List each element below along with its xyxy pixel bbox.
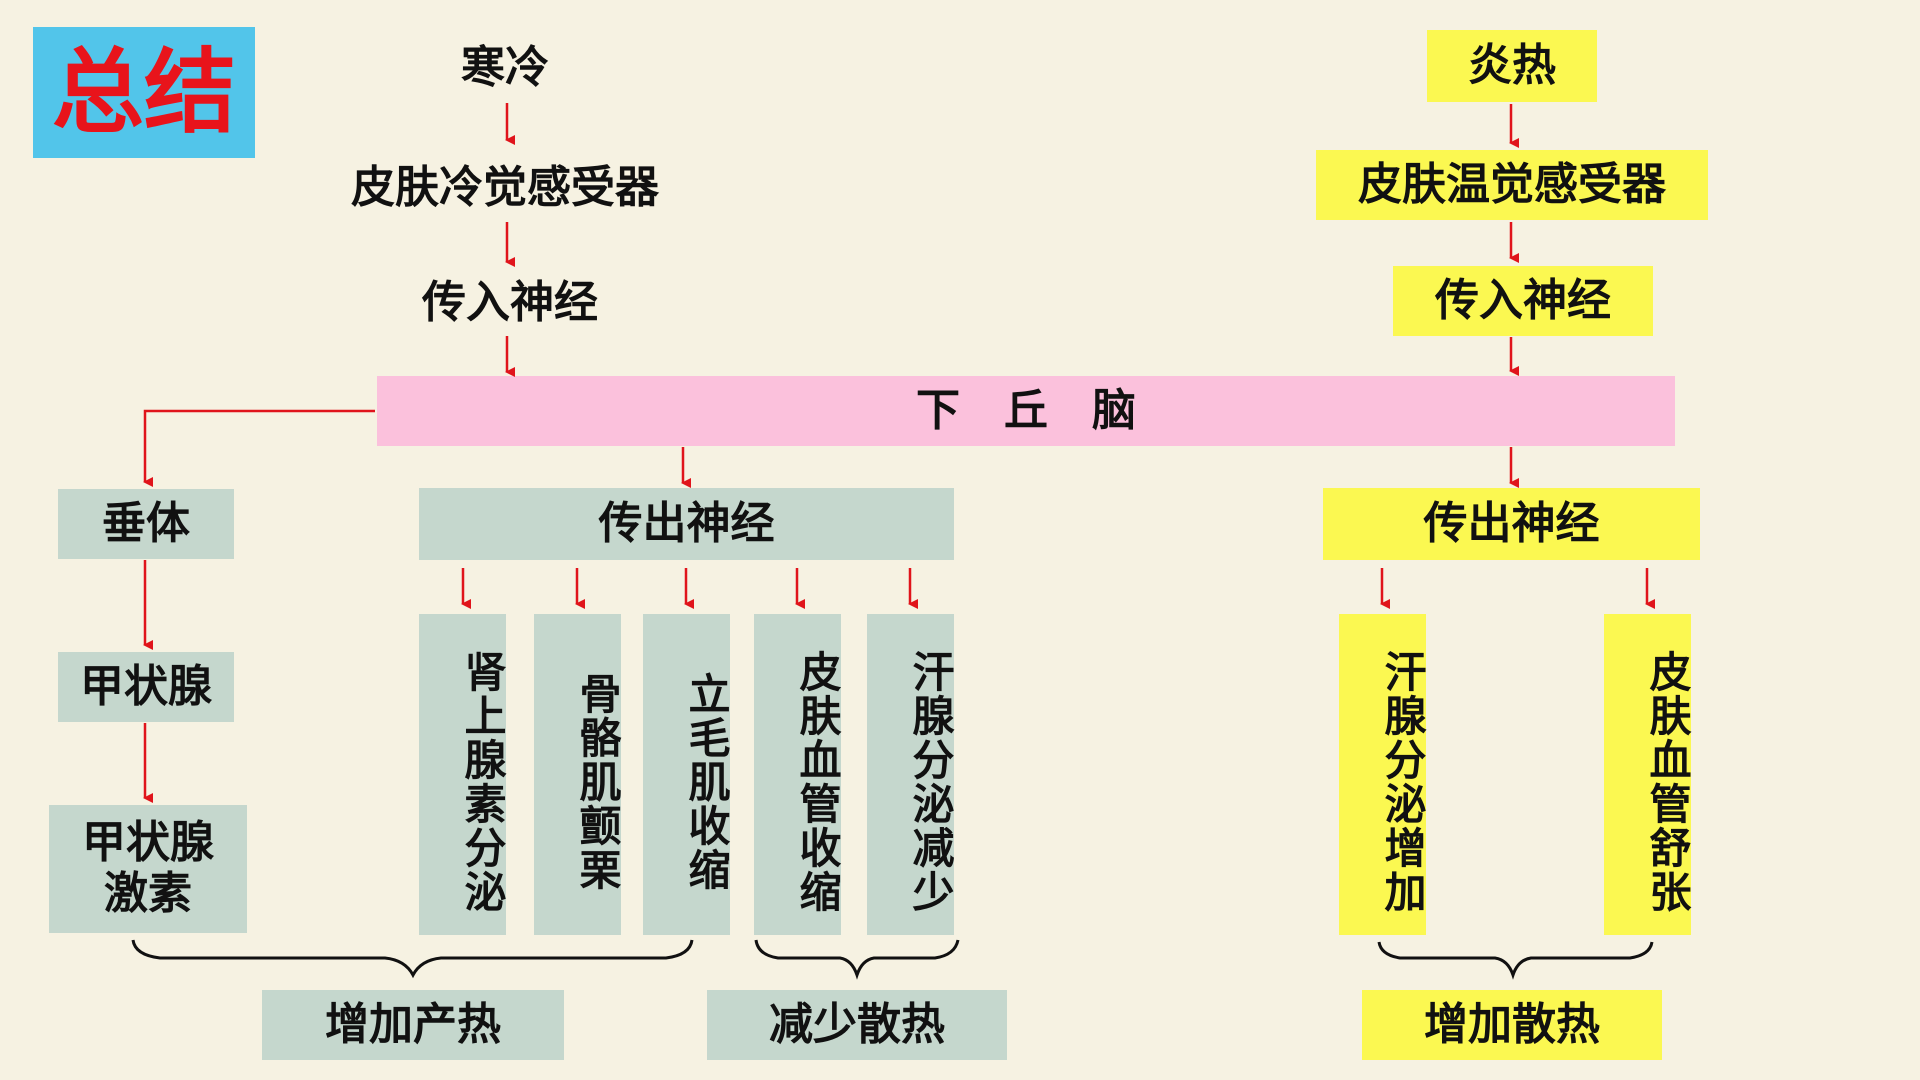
hot-afferent-nerve: 传入神经 bbox=[1393, 266, 1653, 336]
cold-effect-sweat-reduced: 汗腺分泌减少 bbox=[867, 614, 955, 935]
cold-effect-shivering: 骨骼肌颤栗 bbox=[534, 614, 622, 935]
hot-efferent-nerve: 传出神经 bbox=[1323, 488, 1700, 560]
arrow-hypothalamus-to-pituitary bbox=[143, 409, 375, 487]
cold-effect-vasoconstriction: 皮肤血管收缩 bbox=[754, 614, 842, 935]
cold-receptor: 皮肤冷觉感受器 bbox=[351, 161, 659, 213]
thyroid-box: 甲状腺 bbox=[58, 652, 234, 722]
outcome-increase-heat-loss: 增加散热 bbox=[1362, 990, 1662, 1060]
cold-effect-adrenaline: 肾上腺素分泌 bbox=[419, 614, 507, 935]
hot-effect-sweat-increased: 汗腺分泌增加 bbox=[1339, 614, 1427, 935]
cold-efferent-nerve: 传出神经 bbox=[419, 488, 954, 560]
pituitary-box: 垂体 bbox=[58, 489, 234, 559]
cold-effect-piloerection: 立毛肌收缩 bbox=[643, 614, 731, 935]
outcome-reduce-heat-loss: 减少散热 bbox=[707, 990, 1007, 1060]
brace-increase-heat-production bbox=[131, 939, 694, 979]
cold-stimulus: 寒冷 bbox=[461, 41, 549, 93]
thyroid-hormone-box: 甲状腺 激素 bbox=[49, 805, 247, 933]
outcome-increase-heat-production: 增加产热 bbox=[262, 990, 564, 1060]
hot-effect-vasodilation: 皮肤血管舒张 bbox=[1604, 614, 1692, 935]
hypothalamus-bar: 下 丘 脑 bbox=[377, 376, 1675, 446]
brace-reduce-heat-loss bbox=[754, 939, 960, 980]
summary-title: 总结 bbox=[33, 27, 255, 158]
brace-increase-heat-loss bbox=[1377, 941, 1654, 980]
hot-receptor: 皮肤温觉感受器 bbox=[1316, 150, 1708, 220]
hot-stimulus: 炎热 bbox=[1427, 30, 1597, 102]
cold-afferent-nerve: 传入神经 bbox=[422, 276, 598, 328]
